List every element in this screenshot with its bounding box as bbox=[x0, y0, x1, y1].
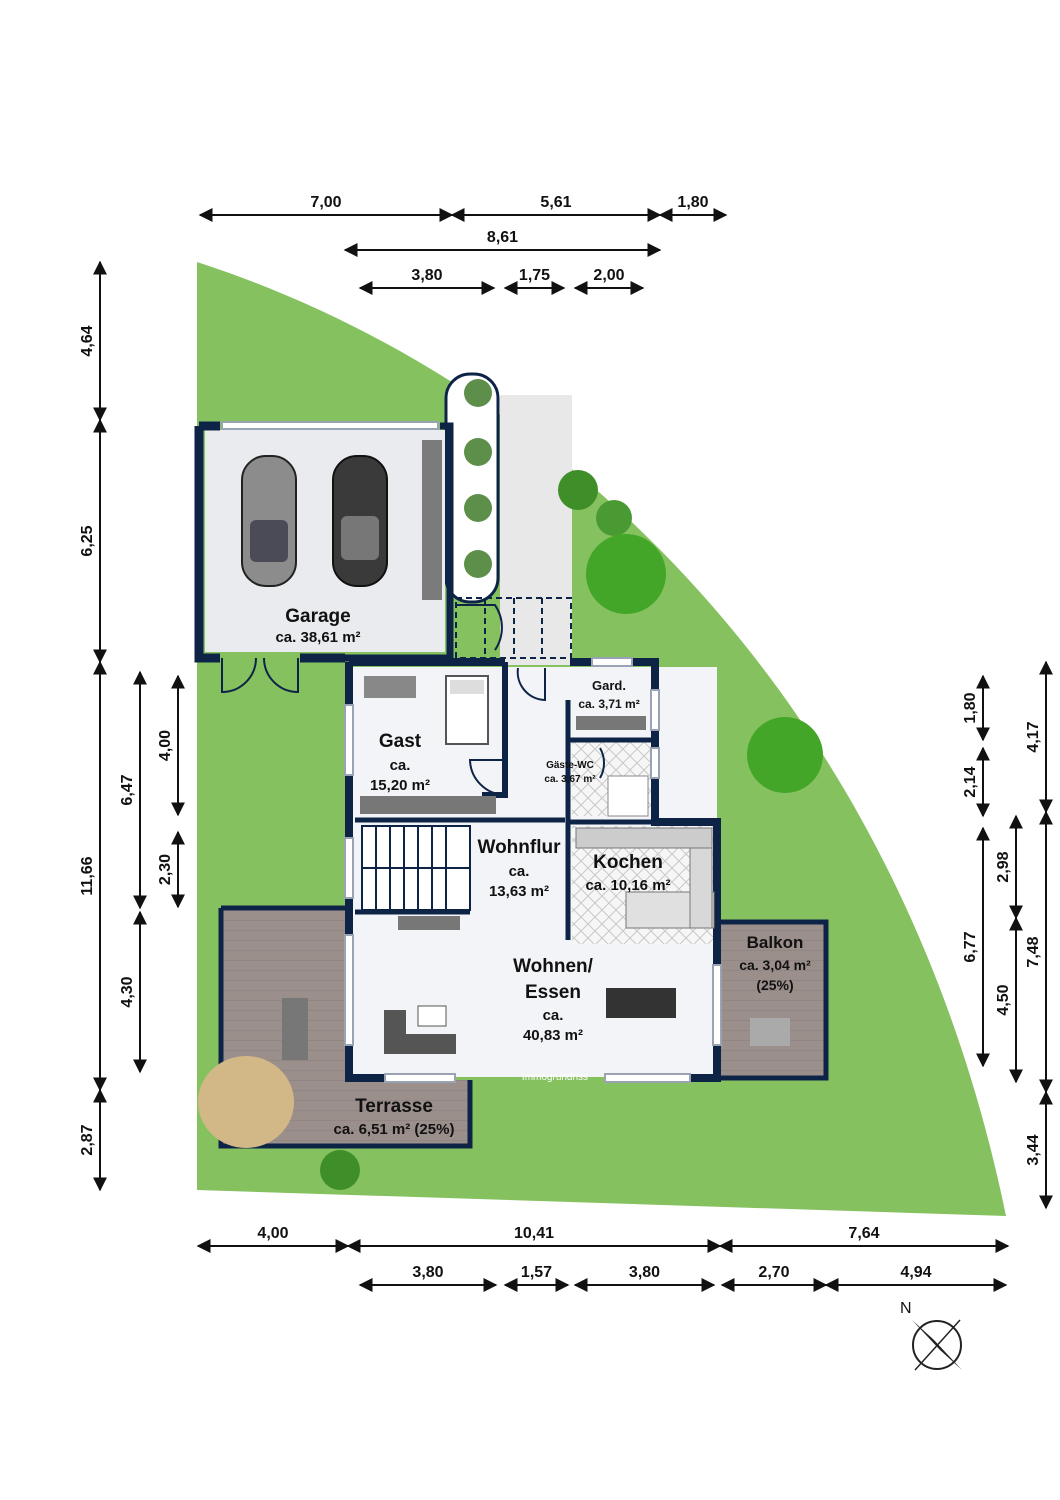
sideboard bbox=[398, 916, 460, 930]
dim-bot1-1-label: 10,41 bbox=[514, 1225, 554, 1242]
room-name-wohnflur: Wohnflur bbox=[477, 837, 561, 858]
room-area-garage: ca. 38,61 m² bbox=[275, 629, 360, 646]
dining-table bbox=[606, 988, 676, 1018]
room-area-wohnen-2: 40,83 m² bbox=[523, 1027, 583, 1044]
parasol bbox=[198, 1056, 294, 1148]
room-name-kochen: Kochen bbox=[593, 852, 663, 873]
north-label: N bbox=[900, 1300, 912, 1317]
dim-top1-1-label: 5,61 bbox=[540, 194, 571, 211]
room-area-gard: ca. 3,71 m² bbox=[578, 697, 639, 711]
dim-bot2-1-label: 1,57 bbox=[521, 1264, 552, 1281]
room-area-terrasse: ca. 6,51 m² (25%) bbox=[334, 1121, 455, 1138]
shower bbox=[607, 775, 649, 817]
dim-left1-0-label: 4,64 bbox=[79, 325, 96, 356]
tree bbox=[747, 717, 823, 793]
dim-left1-1-label: 6,25 bbox=[79, 525, 96, 556]
dim-right3-0-label: 4,17 bbox=[1025, 721, 1042, 752]
bed bbox=[445, 675, 489, 745]
room-name-garage: Garage bbox=[285, 606, 350, 627]
tree bbox=[558, 470, 598, 510]
coffee-table bbox=[417, 1005, 447, 1027]
dim-top2-0-label: 8,61 bbox=[487, 229, 518, 246]
terrace-table bbox=[282, 998, 308, 1060]
dim-bot2-4-label: 4,94 bbox=[900, 1264, 931, 1281]
room-name-gast: Gast bbox=[379, 731, 422, 752]
dim-left3-0-label: 4,00 bbox=[157, 730, 174, 761]
planter-plants bbox=[464, 379, 492, 578]
room-area-wohnflur-1: ca. bbox=[509, 863, 530, 880]
balcony-table bbox=[750, 1018, 790, 1046]
tree bbox=[320, 1150, 360, 1190]
room-area-gast-2: 15,20 m² bbox=[370, 777, 430, 794]
dim-top3-0-label: 3,80 bbox=[411, 267, 442, 284]
doors bbox=[221, 604, 605, 796]
dim-top1-0-label: 7,00 bbox=[310, 194, 341, 211]
dim-right1-0-label: 1,80 bbox=[962, 692, 979, 723]
tree bbox=[596, 500, 632, 536]
dim-left1-3-label: 2,87 bbox=[79, 1124, 96, 1155]
dim-bot1-0-label: 4,00 bbox=[257, 1225, 288, 1242]
stairs-interior bbox=[361, 825, 471, 911]
balcony-deck bbox=[720, 922, 826, 1078]
dimension-lines: 7,00 5,61 1,80 8,61 3,80 1,75 2,00 4,00 10,41 7,6… bbox=[79, 194, 1053, 1292]
room-name-balkon: Balkon bbox=[747, 933, 804, 952]
dim-bot2-3-label: 2,70 bbox=[758, 1264, 789, 1281]
tree bbox=[586, 534, 666, 614]
garden-path bbox=[500, 395, 572, 665]
wardrobe-gard bbox=[576, 716, 646, 730]
garage-shelf bbox=[422, 440, 442, 600]
room-area-gast-1: ca. bbox=[390, 757, 411, 774]
dim-right1-2-label: 6,77 bbox=[962, 931, 979, 962]
dim-left2-0-label: 6,47 bbox=[119, 774, 136, 805]
room-area-wohnen-1: ca. bbox=[543, 1007, 564, 1024]
car-2 bbox=[332, 455, 388, 587]
planter bbox=[444, 372, 500, 604]
room-area-balkon-2: (25%) bbox=[756, 977, 793, 993]
kitchen-counter bbox=[575, 827, 713, 849]
car-1 bbox=[241, 455, 297, 587]
dim-bot2-0-label: 3,80 bbox=[412, 1264, 443, 1281]
dim-left2-1-label: 4,30 bbox=[119, 976, 136, 1007]
windows bbox=[221, 421, 722, 1083]
sofa bbox=[384, 1010, 456, 1054]
room-name-wc: Gäste-WC bbox=[546, 760, 594, 771]
kitchen-side bbox=[689, 847, 713, 929]
dim-right3-2-label: 3,44 bbox=[1025, 1134, 1042, 1165]
stairs-entrance bbox=[455, 597, 572, 659]
dim-right2-1-label: 4,50 bbox=[995, 984, 1012, 1015]
north-arrow-icon bbox=[912, 1319, 962, 1371]
room-name-terrasse: Terrasse bbox=[355, 1096, 433, 1117]
room-area-kochen: ca. 10,16 m² bbox=[585, 877, 670, 894]
desk bbox=[364, 676, 416, 698]
dim-top1-2-label: 1,80 bbox=[677, 194, 708, 211]
dim-bot1-2-label: 7,64 bbox=[848, 1225, 879, 1242]
dim-top3-1-label: 1,75 bbox=[519, 267, 550, 284]
room-name-wohnen-2: Essen bbox=[525, 982, 581, 1003]
room-area-wc: ca. 3,67 m² bbox=[544, 774, 596, 785]
dim-right3-1-label: 7,48 bbox=[1025, 936, 1042, 967]
watermark: Immogrundriss bbox=[522, 1072, 588, 1083]
dim-right1-1-label: 2,14 bbox=[962, 766, 979, 797]
dim-bot2-2-label: 3,80 bbox=[629, 1264, 660, 1281]
room-area-wohnflur-2: 13,63 m² bbox=[489, 883, 549, 900]
wardrobe-gast bbox=[360, 796, 496, 814]
room-name-gard: Gard. bbox=[592, 678, 626, 693]
dim-left3-1-label: 2,30 bbox=[157, 854, 174, 885]
room-name-wohnen-1: Wohnen/ bbox=[513, 956, 594, 977]
dim-left1-2-label: 11,66 bbox=[79, 856, 96, 895]
dim-right2-0-label: 2,98 bbox=[995, 851, 1012, 882]
room-area-balkon-1: ca. 3,04 m² bbox=[739, 957, 811, 973]
dim-top3-2-label: 2,00 bbox=[593, 267, 624, 284]
